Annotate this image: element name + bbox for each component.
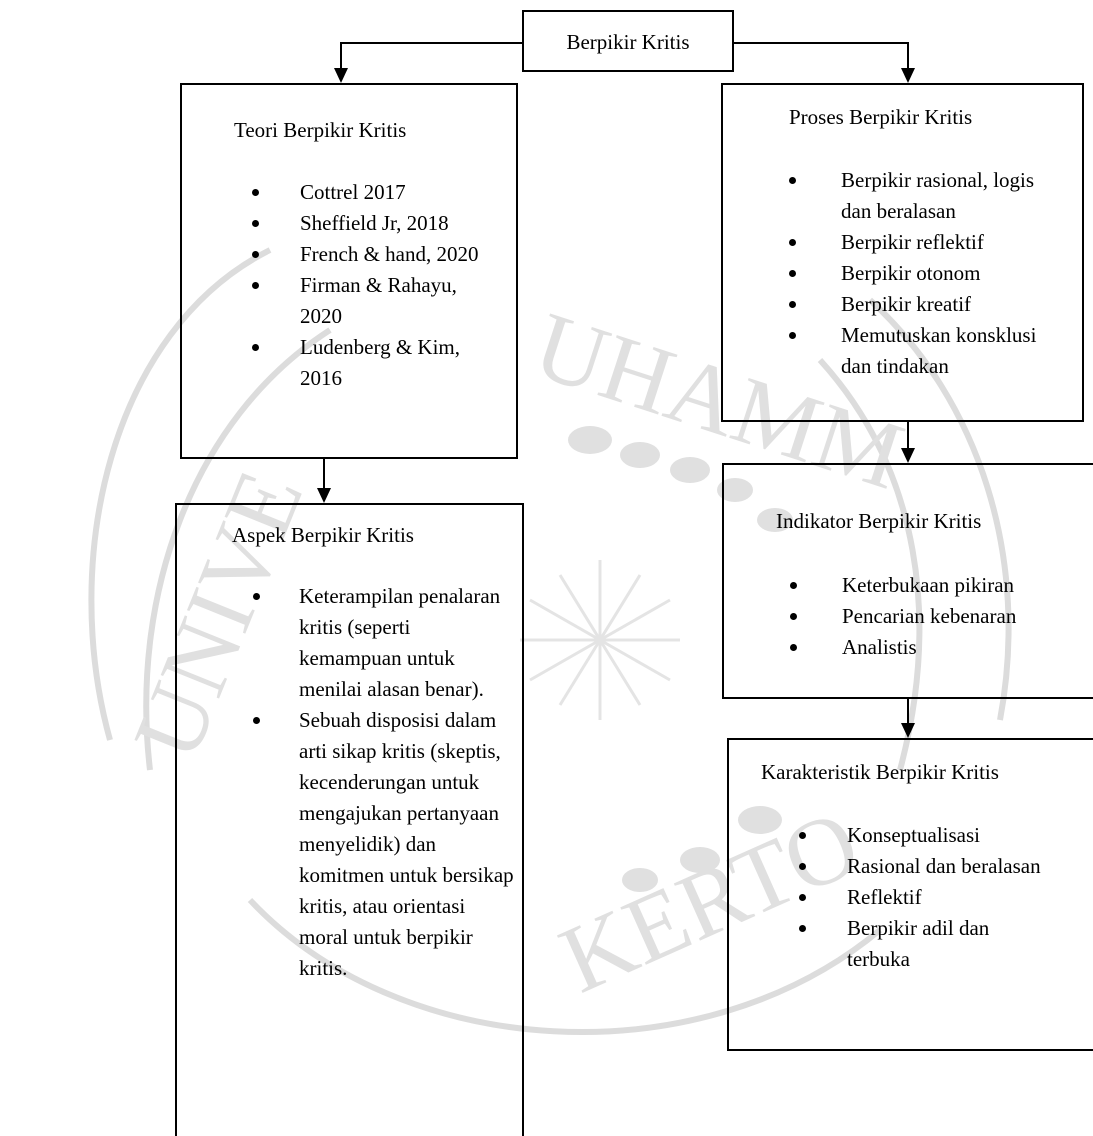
connector-root-to-proses <box>734 42 909 70</box>
seal-ray <box>558 639 602 706</box>
list-item: Ludenberg & Kim, 2016 <box>252 332 482 394</box>
seal-ray <box>529 638 601 682</box>
node-karakteristik: Karakteristik Berpikir Kritis Konseptual… <box>727 738 1093 1051</box>
seal-leaf <box>757 508 793 532</box>
arrowhead-karakteristik <box>901 723 915 738</box>
list-item: Berpikir adil dan terbuka <box>799 913 1049 975</box>
node-aspek: Aspek Berpikir Kritis Keterampilan penal… <box>175 503 524 1136</box>
node-karakteristik-title: Karakteristik Berpikir Kritis <box>761 760 999 784</box>
list-item: Keterbukaan pikiran <box>790 570 1093 601</box>
seal-ray <box>599 598 671 642</box>
node-teori-title: Teori Berpikir Kritis <box>234 118 407 142</box>
node-proses-title: Proses Berpikir Kritis <box>789 105 973 129</box>
seal-ray <box>598 574 642 641</box>
arrowhead-proses <box>901 68 915 83</box>
list-item: Sebuah disposisi dalam arti sikap kritis… <box>253 705 518 984</box>
node-proses-list: Berpikir rasional, logis dan beralasan B… <box>789 165 1059 382</box>
list-item: Firman & Rahayu, 2020 <box>252 270 482 332</box>
seal-leaf <box>568 426 612 454</box>
node-teori-list: Cottrel 2017 Sheffield Jr, 2018 French &… <box>252 177 482 394</box>
node-proses: Proses Berpikir Kritis Berpikir rasional… <box>721 83 1084 422</box>
list-item: Cottrel 2017 <box>252 177 482 208</box>
seal-leaf <box>670 457 710 483</box>
seal-leaf <box>717 478 753 502</box>
seal-ray <box>599 638 671 682</box>
seal-leaf <box>680 847 720 873</box>
node-indikator: Indikator Berpikir Kritis Keterbukaan pi… <box>722 463 1093 699</box>
list-item: Rasional dan beralasan <box>799 851 1049 882</box>
node-aspek-title: Aspek Berpikir Kritis <box>232 523 414 547</box>
arrowhead-indikator <box>901 448 915 463</box>
seal-leaf <box>738 806 782 834</box>
list-item: Reflektif <box>799 882 1049 913</box>
node-indikator-title: Indikator Berpikir Kritis <box>776 509 982 533</box>
arrowhead-aspek <box>317 488 331 503</box>
list-item: Berpikir rasional, logis dan beralasan <box>789 165 1059 227</box>
list-item: Berpikir reflektif <box>789 227 1059 258</box>
arrowhead-teori <box>334 68 348 83</box>
list-item: Berpikir kreatif <box>789 289 1059 320</box>
list-item: Berpikir otonom <box>789 258 1059 289</box>
seal-outer-ring <box>88 247 1012 741</box>
list-item: Konseptualisasi <box>799 820 1049 851</box>
seal-inner-ring <box>143 327 923 771</box>
node-aspek-list: Keterampilan penalaran kritis (seperti k… <box>253 581 518 984</box>
node-root-label: Berpikir Kritis <box>566 30 690 54</box>
node-teori: Teori Berpikir Kritis Cottrel 2017 Sheff… <box>180 83 518 459</box>
seal-ray <box>598 639 642 706</box>
seal-ray <box>558 574 602 641</box>
list-item: Sheffield Jr, 2018 <box>252 208 482 239</box>
node-indikator-list: Keterbukaan pikiran Pencarian kebenaran … <box>790 570 1093 663</box>
seal-leaf <box>620 442 660 468</box>
seal-bottom-arc <box>247 897 882 1035</box>
list-item: French & hand, 2020 <box>252 239 482 270</box>
connector-root-to-teori <box>340 42 522 70</box>
list-item: Pencarian kebenaran <box>790 601 1093 632</box>
list-item: Analistis <box>790 632 1093 663</box>
seal-ray <box>529 598 601 642</box>
list-item: Keterampilan penalaran kritis (seperti k… <box>253 581 518 705</box>
seal-leaf <box>622 868 658 892</box>
node-root: Berpikir Kritis <box>522 10 734 72</box>
node-karakteristik-list: Konseptualisasi Rasional dan beralasan R… <box>799 820 1049 975</box>
list-item: Memutuskan konsklusi dan tindakan <box>789 320 1059 382</box>
